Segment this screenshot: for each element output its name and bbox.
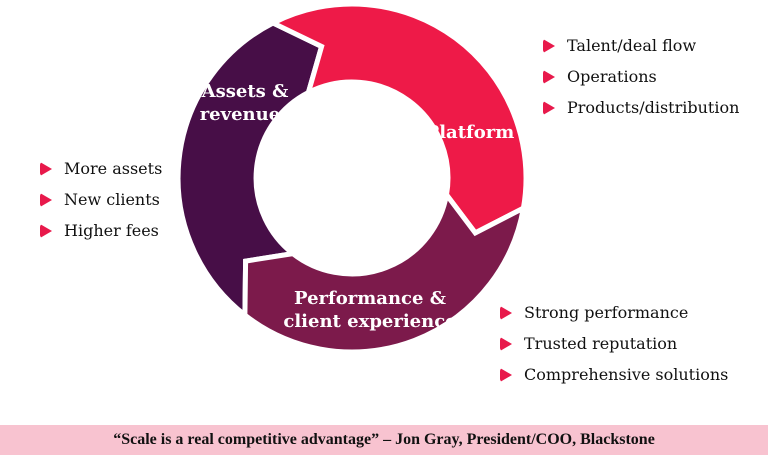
bullet-marker-icon bbox=[40, 192, 52, 207]
bullet-marker-icon bbox=[500, 367, 512, 382]
item-text: Talent/deal flow bbox=[567, 36, 697, 55]
bullet-marker-icon bbox=[500, 336, 512, 351]
list-item: New clients bbox=[40, 184, 162, 215]
list-item: Products/distribution bbox=[543, 92, 739, 123]
item-text: Strong performance bbox=[524, 303, 689, 322]
label-line: client experience bbox=[283, 311, 457, 332]
bullet-marker-icon bbox=[40, 223, 52, 238]
label-platform: Platform bbox=[415, 121, 525, 144]
label-line: Performance & bbox=[294, 288, 446, 309]
arrow-assets-revenues bbox=[175, 20, 325, 321]
assets-list: More assets New clients Higher fees bbox=[40, 153, 162, 246]
list-item: Strong performance bbox=[500, 297, 728, 328]
list-item: Trusted reputation bbox=[500, 328, 728, 359]
list-item: Higher fees bbox=[40, 215, 162, 246]
list-item: Operations bbox=[543, 61, 739, 92]
arrow-performance bbox=[242, 188, 527, 355]
item-text: Comprehensive solutions bbox=[524, 365, 729, 384]
bullet-marker-icon bbox=[500, 305, 512, 320]
item-text: More assets bbox=[64, 159, 163, 178]
quote-banner: “Scale is a real competitive advantage” … bbox=[0, 425, 768, 455]
arrow-platform bbox=[267, 1, 529, 237]
label-assets-revenues: Assets & revenues bbox=[190, 80, 300, 126]
item-text: Higher fees bbox=[64, 221, 159, 240]
label-performance: Performance & client experience bbox=[270, 287, 470, 333]
label-line: Assets & bbox=[201, 81, 289, 102]
bullet-marker-icon bbox=[543, 100, 555, 115]
item-text: Trusted reputation bbox=[524, 334, 678, 353]
bullet-marker-icon bbox=[543, 38, 555, 53]
item-text: Products/distribution bbox=[567, 98, 740, 117]
list-item: More assets bbox=[40, 153, 162, 184]
bullet-marker-icon bbox=[543, 69, 555, 84]
list-item: Talent/deal flow bbox=[543, 30, 739, 61]
item-text: New clients bbox=[64, 190, 160, 209]
item-text: Operations bbox=[567, 67, 657, 86]
platform-list: Talent/deal flow Operations Products/dis… bbox=[543, 30, 739, 123]
bullet-marker-icon bbox=[40, 161, 52, 176]
label-line: revenues bbox=[199, 104, 291, 125]
list-item: Comprehensive solutions bbox=[500, 359, 728, 390]
label-line: Platform bbox=[425, 122, 515, 143]
performance-list: Strong performance Trusted reputation Co… bbox=[500, 297, 728, 390]
